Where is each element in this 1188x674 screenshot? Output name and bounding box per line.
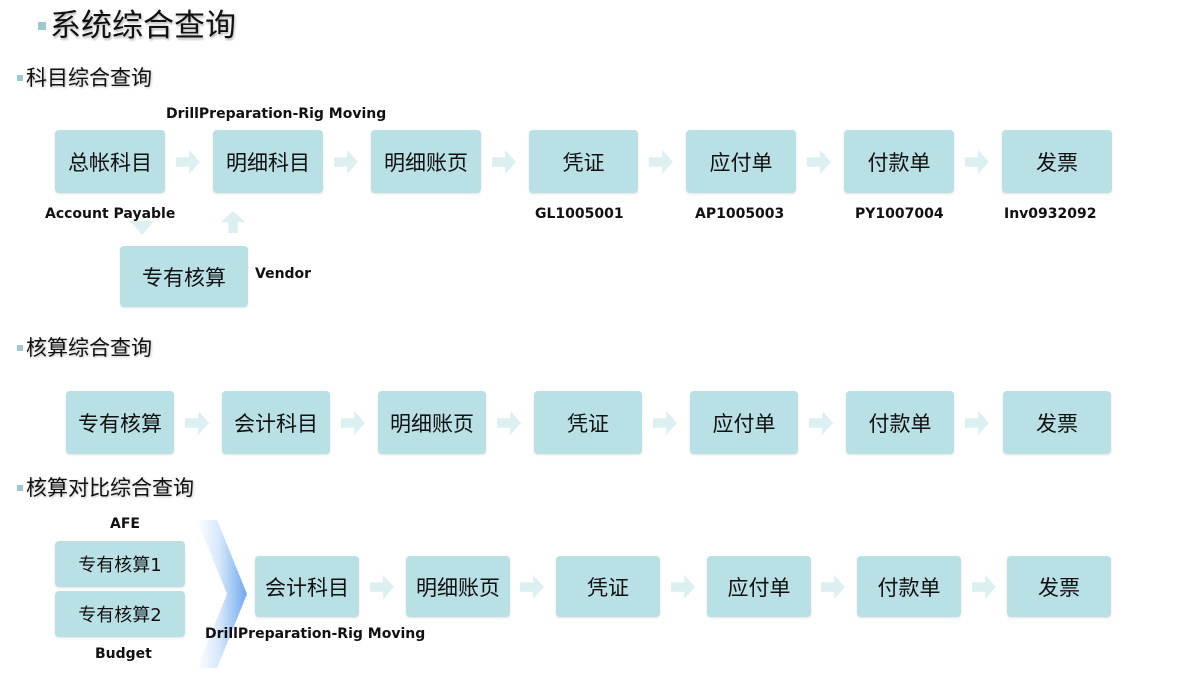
s1-box-voucher[interactable]: 凭证 bbox=[529, 130, 638, 193]
s1-arrow-4 bbox=[649, 150, 673, 174]
s2-box-payable[interactable]: 应付单 bbox=[690, 391, 798, 454]
section2-bullet bbox=[17, 345, 23, 351]
s1-box-special-accounting[interactable]: 专有核算 bbox=[120, 246, 248, 307]
s3-box-invoice[interactable]: 发票 bbox=[1007, 556, 1111, 617]
s1-arrow-3 bbox=[492, 150, 516, 174]
s2-box-accounting-subject[interactable]: 会计科目 bbox=[222, 391, 330, 454]
s1-note-invoice-id: Inv0932092 bbox=[1004, 206, 1097, 222]
s3-note-budget: Budget bbox=[95, 646, 152, 662]
s2-arrow-1 bbox=[185, 411, 209, 435]
s1-box-ledger-page[interactable]: 明细账页 bbox=[371, 130, 481, 193]
s3-box-payment[interactable]: 付款单 bbox=[857, 556, 961, 617]
s3-box-payable[interactable]: 应付单 bbox=[707, 556, 811, 617]
s2-box-ledger-page[interactable]: 明细账页 bbox=[378, 391, 486, 454]
s3-merge-chevron-arrow bbox=[197, 520, 247, 668]
s3-box-special-accounting-1[interactable]: 专有核算1 bbox=[55, 541, 185, 587]
s1-note-payment-id: PY1007004 bbox=[855, 206, 944, 222]
s1-arrow-1 bbox=[176, 150, 200, 174]
s1-note-payable-id: AP1005003 bbox=[695, 206, 785, 222]
title-bullet bbox=[38, 22, 46, 30]
s2-arrow-6 bbox=[965, 411, 989, 435]
s1-box-invoice[interactable]: 发票 bbox=[1002, 130, 1112, 193]
s3-arrow-3 bbox=[671, 575, 695, 599]
s1-box-detail-account[interactable]: 明细科目 bbox=[213, 130, 323, 193]
s3-box-ledger-page[interactable]: 明细账页 bbox=[406, 556, 510, 617]
s2-box-special-accounting[interactable]: 专有核算 bbox=[66, 391, 174, 454]
s2-arrow-2 bbox=[341, 411, 365, 435]
s2-arrow-4 bbox=[653, 411, 677, 435]
s1-box-payable[interactable]: 应付单 bbox=[686, 130, 796, 193]
section1-top-label: DrillPreparation-Rig Moving bbox=[166, 106, 387, 122]
section3-title: 核算对比综合查询 bbox=[26, 476, 194, 500]
section1-bullet bbox=[17, 75, 23, 81]
s1-note-account-payable: Account Payable bbox=[45, 206, 176, 222]
s2-arrow-5 bbox=[809, 411, 833, 435]
s1-arrow-2 bbox=[334, 150, 358, 174]
page-title: 系统综合查询 bbox=[50, 8, 236, 44]
s3-arrow-2 bbox=[520, 575, 544, 599]
section2-title: 核算综合查询 bbox=[26, 336, 152, 360]
s2-arrow-3 bbox=[497, 411, 521, 435]
s1-note-vendor: Vendor bbox=[255, 266, 312, 282]
s3-arrow-1 bbox=[370, 575, 394, 599]
s3-box-special-accounting-2[interactable]: 专有核算2 bbox=[55, 591, 185, 637]
s1-arrow-up bbox=[221, 211, 245, 233]
s2-box-voucher[interactable]: 凭证 bbox=[534, 391, 642, 454]
s1-arrow-5 bbox=[807, 150, 831, 174]
s1-note-voucher-id: GL1005001 bbox=[535, 206, 624, 222]
s2-box-payment[interactable]: 付款单 bbox=[846, 391, 954, 454]
s1-box-payment[interactable]: 付款单 bbox=[844, 130, 954, 193]
s3-bottom-label: DrillPreparation-Rig Moving bbox=[205, 626, 426, 642]
s3-arrow-5 bbox=[972, 575, 996, 599]
s1-arrow-down bbox=[130, 221, 154, 235]
s3-box-accounting-subject[interactable]: 会计科目 bbox=[255, 556, 359, 617]
s1-arrow-6 bbox=[965, 150, 989, 174]
s3-note-afe: AFE bbox=[110, 516, 140, 532]
s3-box-voucher[interactable]: 凭证 bbox=[556, 556, 660, 617]
s1-box-general-ledger-account[interactable]: 总帐科目 bbox=[55, 130, 165, 193]
section3-bullet bbox=[17, 485, 23, 491]
section1-title: 科目综合查询 bbox=[26, 66, 152, 90]
s3-arrow-4 bbox=[821, 575, 845, 599]
s2-box-invoice[interactable]: 发票 bbox=[1003, 391, 1111, 454]
